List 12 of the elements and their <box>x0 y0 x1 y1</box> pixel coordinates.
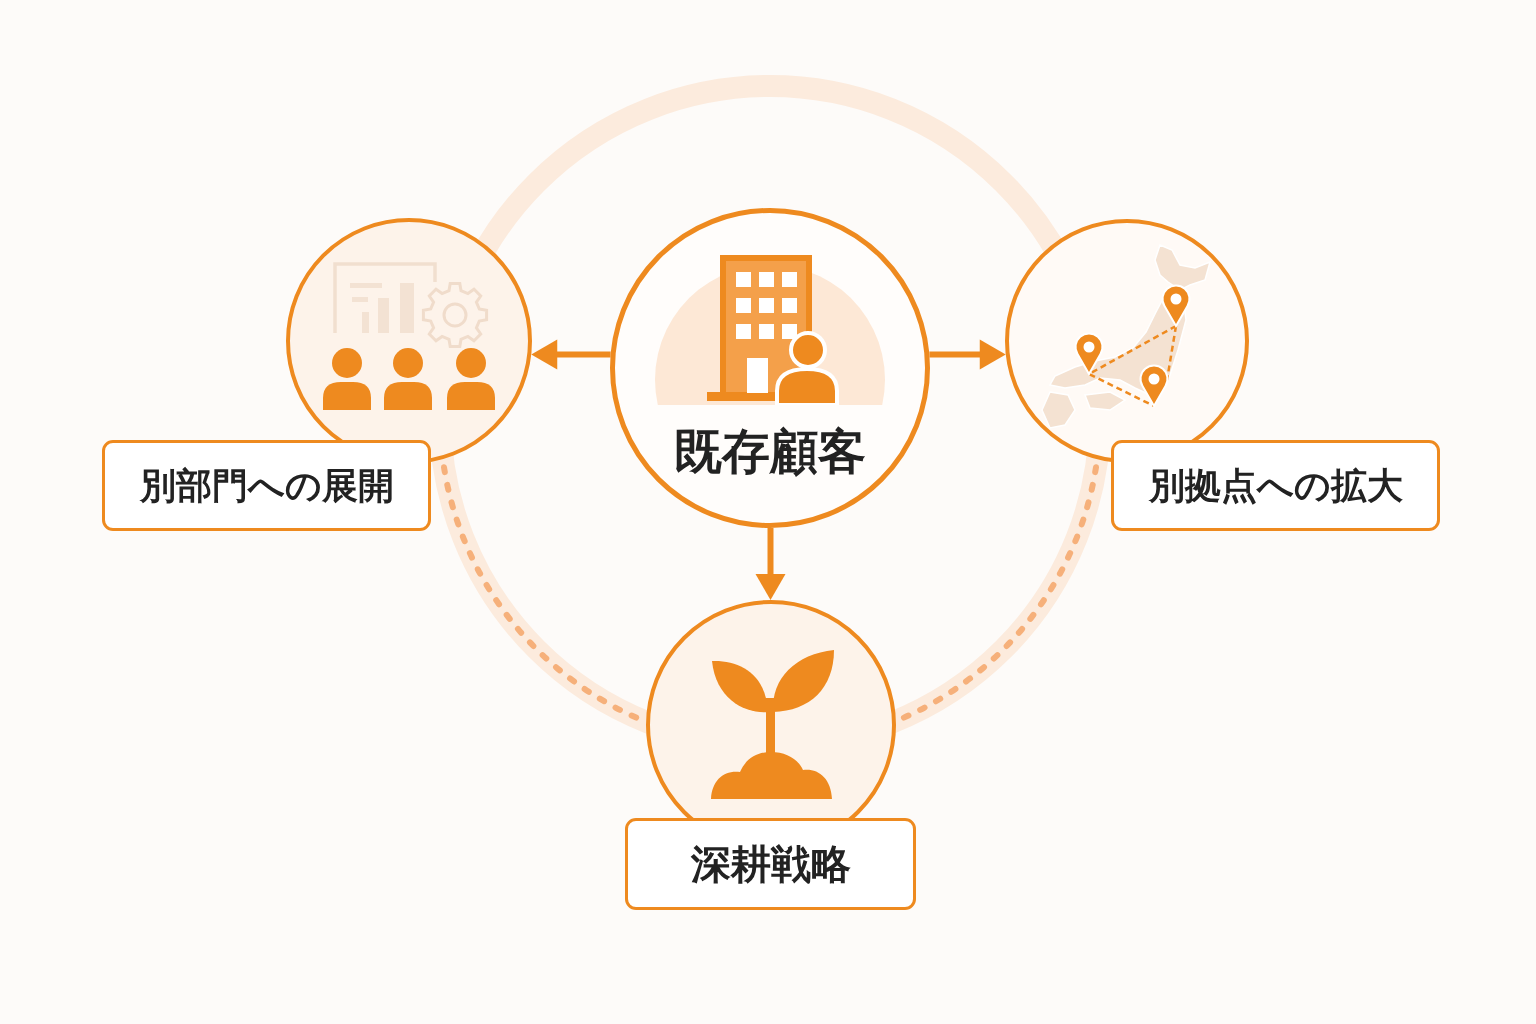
dotted-line <box>441 464 642 722</box>
node-label: 既存顧客 <box>674 423 866 481</box>
arrow <box>531 339 611 370</box>
circle-node <box>286 218 532 464</box>
label-box: 別部門への展開 <box>102 440 431 531</box>
arrow <box>929 339 1006 370</box>
label-box: 深耕戦略 <box>625 818 916 910</box>
circle-node <box>1005 219 1249 463</box>
arrow <box>755 528 786 600</box>
label-box: 別拠点への拡大 <box>1111 440 1440 531</box>
dotted-line <box>900 464 1099 721</box>
circle-node <box>610 208 930 528</box>
